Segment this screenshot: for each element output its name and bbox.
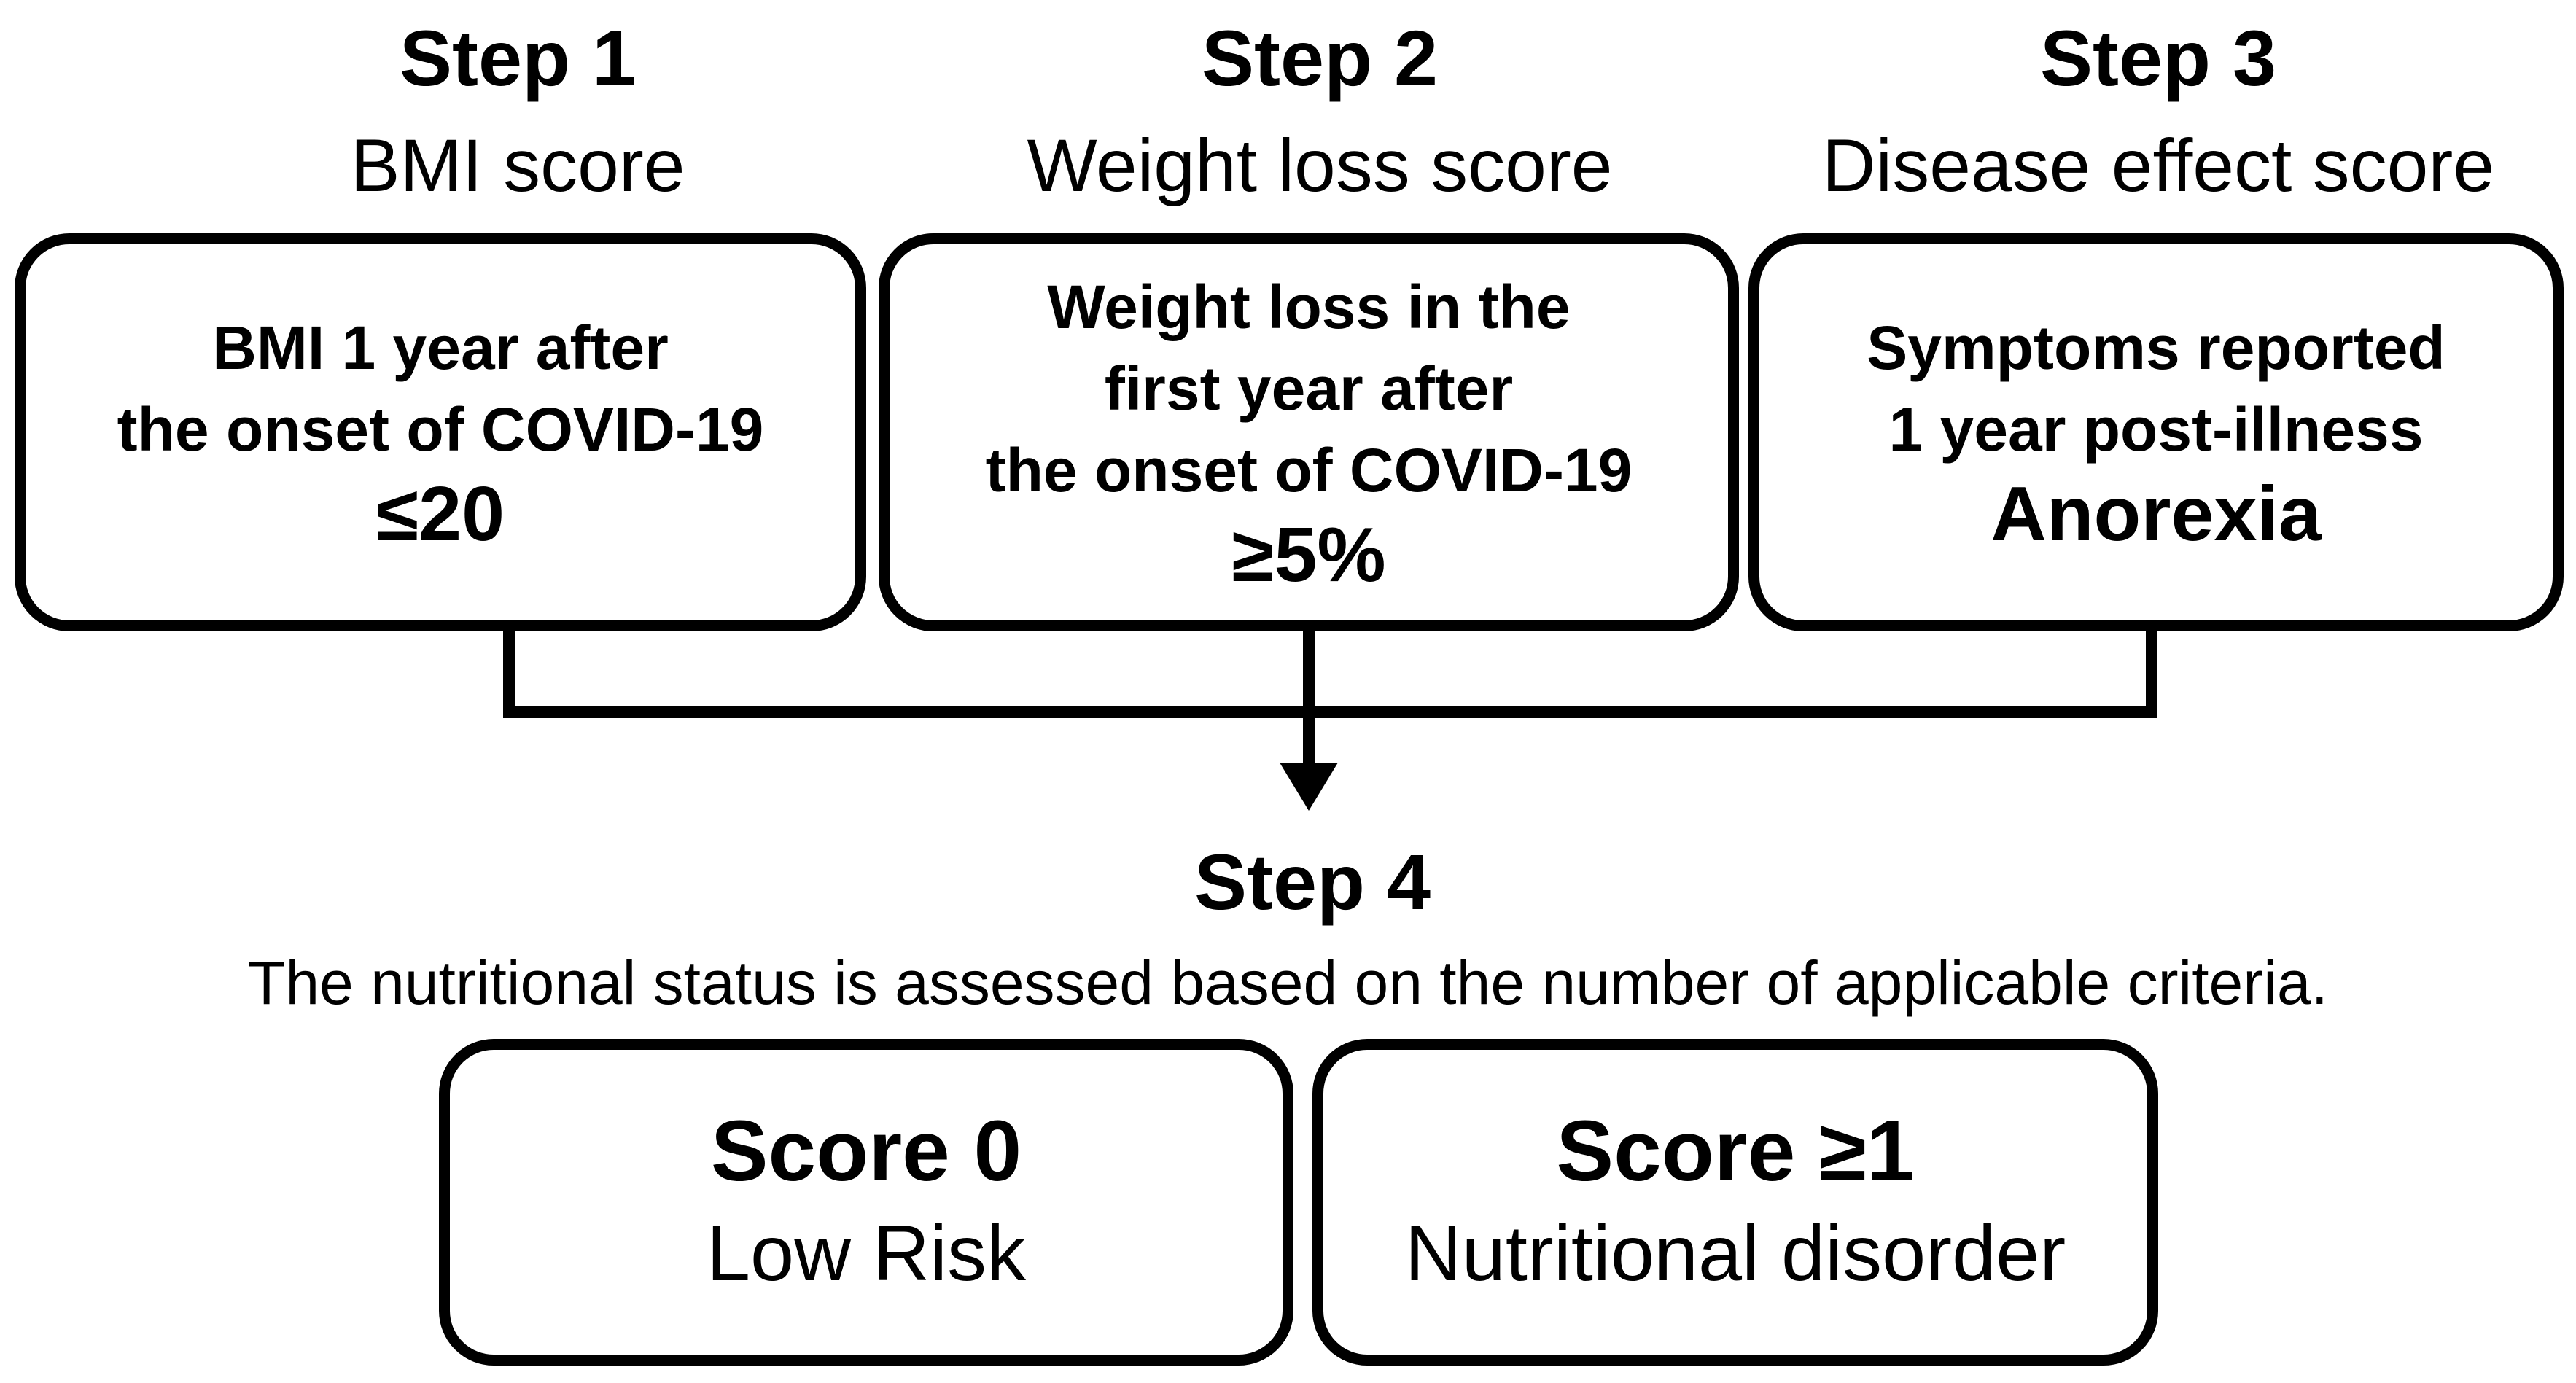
step-1-box: BMI 1 year after the onset of COVID-19 ≤… [15, 233, 866, 631]
step-2-threshold: ≥5% [1231, 512, 1386, 598]
outcome-box-nutritional-disorder: Score ≥1 Nutritional disorder [1312, 1039, 2158, 1366]
outcome-score: Score ≥1 [1556, 1103, 1915, 1199]
step-2-heading: Step 2 [1201, 14, 1439, 102]
step-2-subtitle: Weight loss score [1027, 124, 1613, 207]
step-1-box-line: BMI 1 year after [212, 313, 669, 382]
step-3-criterion: Anorexia [1991, 471, 2322, 557]
step-3-subtitle: Disease effect score [1821, 124, 2495, 207]
step-2-box-line: Weight loss in the [1047, 273, 1571, 341]
merge-connector [503, 626, 2157, 718]
step-1-subtitle: BMI score [350, 124, 685, 207]
step-2-box-line: the onset of COVID-19 [985, 436, 1633, 504]
step-3-box-line: 1 year post-illness [1888, 395, 2424, 464]
step-3-heading: Step 3 [2039, 14, 2277, 102]
arrow-down-icon [1280, 763, 1338, 811]
step-1-box-line: the onset of COVID-19 [117, 395, 764, 464]
step-4-description: The nutritional status is assessed based… [248, 948, 2328, 1017]
outcome-box-low-risk: Score 0 Low Risk [439, 1039, 1293, 1366]
step-1-threshold: ≤20 [375, 471, 505, 557]
step-3-box-line: Symptoms reported [1867, 313, 2445, 382]
step-4-heading: Step 4 [1194, 838, 1431, 926]
step-2-box: Weight loss in the first year after the … [879, 233, 1739, 631]
outcome-label: Low Risk [706, 1209, 1027, 1297]
step-2-box-line: first year after [1104, 354, 1514, 423]
step-3-box: Symptoms reported 1 year post-illness An… [1748, 233, 2564, 631]
outcome-score: Score 0 [710, 1103, 1022, 1199]
step-1-heading: Step 1 [399, 14, 637, 102]
outcome-label: Nutritional disorder [1404, 1209, 2066, 1297]
